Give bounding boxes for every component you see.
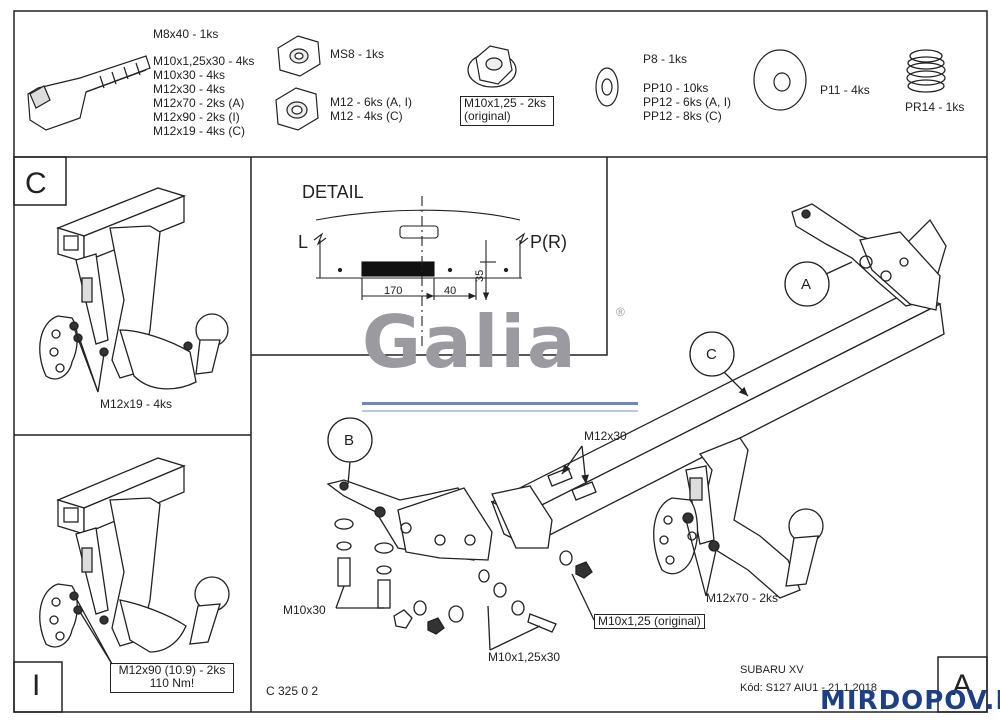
- bolt-icon: [27, 55, 151, 131]
- detail-dim-170: 170: [384, 285, 403, 297]
- panel-c-letter-box: [13, 156, 67, 206]
- callout-c-label: C: [706, 346, 717, 363]
- logo-underline-2: [362, 410, 638, 412]
- m12x70-label: M12x70 - 2ks: [706, 591, 779, 605]
- vehicle-model: SUBARU XV: [740, 664, 804, 676]
- callout-a-label: A: [801, 276, 812, 293]
- drawing-frame: [13, 10, 988, 713]
- washer-small-icon: [595, 67, 619, 107]
- spring-label: PR14 - 1ks: [905, 100, 965, 114]
- panel-i-caption: M12x90 (10.9) - 2ks 110 Nm!: [110, 663, 234, 693]
- bolt-line-3: M10x30 - 4ks: [153, 68, 226, 82]
- panel-c-letter: C: [25, 167, 47, 200]
- washer-large-icon: [753, 49, 807, 111]
- m10x30-label: M10x30: [283, 603, 326, 617]
- m12x30-label: M12x30: [584, 429, 627, 443]
- nut-ms8-label: MS8 - 1ks: [330, 47, 385, 61]
- washer-line-1: P8 - 1ks: [643, 52, 688, 66]
- main-towbar-assembly: [326, 203, 947, 651]
- m10x125-original-label: M10x1,25 (original): [594, 614, 705, 629]
- panel-i-letter-box: [13, 661, 63, 713]
- bolt-line-1: M8x40 - 1ks: [153, 27, 219, 41]
- bolt-line-4: M12x30 - 4ks: [153, 82, 226, 96]
- callout-b-label: B: [344, 432, 355, 449]
- washer-large-label: P11 - 4ks: [820, 83, 870, 97]
- washer-line-3: PP12 - 6ks (A, I): [643, 95, 732, 109]
- m10x125x30-label: M10x1,25x30: [488, 650, 561, 664]
- nut-original-line-2: (original): [464, 109, 511, 123]
- nut-original-label: M10x1,25 - 2ks (original): [460, 96, 554, 126]
- nut-m12-c-label: M12 - 4ks (C): [330, 109, 403, 123]
- bolt-line-2: M10x1,25x30 - 4ks: [153, 54, 255, 68]
- nut-flange-icon: [467, 45, 517, 88]
- washer-line-2: PP10 - 10ks: [643, 81, 709, 95]
- corner-a-letter: A: [952, 669, 973, 702]
- drawing-number: C 325 0 2: [266, 684, 319, 698]
- panel-i-towbar-sketch: [39, 457, 230, 665]
- detail-left-label: L: [298, 232, 309, 252]
- nut-original-line-1: M10x1,25 - 2ks: [464, 96, 547, 110]
- washer-line-4: PP12 - 8ks (C): [643, 109, 722, 123]
- registered-mark: ®: [616, 305, 625, 319]
- product-code: Kód: S127 AIU1 - 21.1.2018: [740, 682, 877, 694]
- spring-icon: [906, 49, 946, 93]
- nut-ms8-icon: [277, 35, 321, 77]
- panel-i-letter: I: [32, 669, 41, 702]
- callout-c-circle: [689, 331, 735, 377]
- detail-cutout: [361, 261, 435, 277]
- bolt-line-7: M12x19 - 4ks (C): [153, 124, 246, 138]
- panel-c-towbar-sketch: [39, 187, 229, 393]
- detail-title: DETAIL: [302, 182, 364, 202]
- detail-right-label: P(R): [530, 232, 567, 252]
- nut-m12-icon: [275, 87, 319, 131]
- detail-dim-35: 35: [474, 269, 486, 282]
- bolt-line-5: M12x70 - 2ks (A): [153, 96, 245, 110]
- site-watermark: MIRDOPOV.RU: [820, 686, 1000, 716]
- galia-logo: Galia: [362, 300, 578, 384]
- panel-i-caption-line-1: M12x90 (10.9) - 2ks: [118, 663, 226, 677]
- callout-a-circle: [784, 261, 830, 307]
- bolt-line-6: M12x90 - 2ks (I): [153, 110, 240, 124]
- nut-m12-a-label: M12 - 6ks (A, I): [330, 95, 413, 109]
- corner-a-box: [937, 656, 988, 713]
- panel-i-caption-line-2: 110 Nm!: [149, 676, 195, 690]
- detail-box: [251, 157, 608, 356]
- detail-bumper-sketch: [313, 196, 529, 346]
- detail-dim-40: 40: [444, 285, 457, 297]
- panel-c-caption: M12x19 - 4ks: [100, 397, 173, 411]
- logo-underline: [362, 402, 638, 405]
